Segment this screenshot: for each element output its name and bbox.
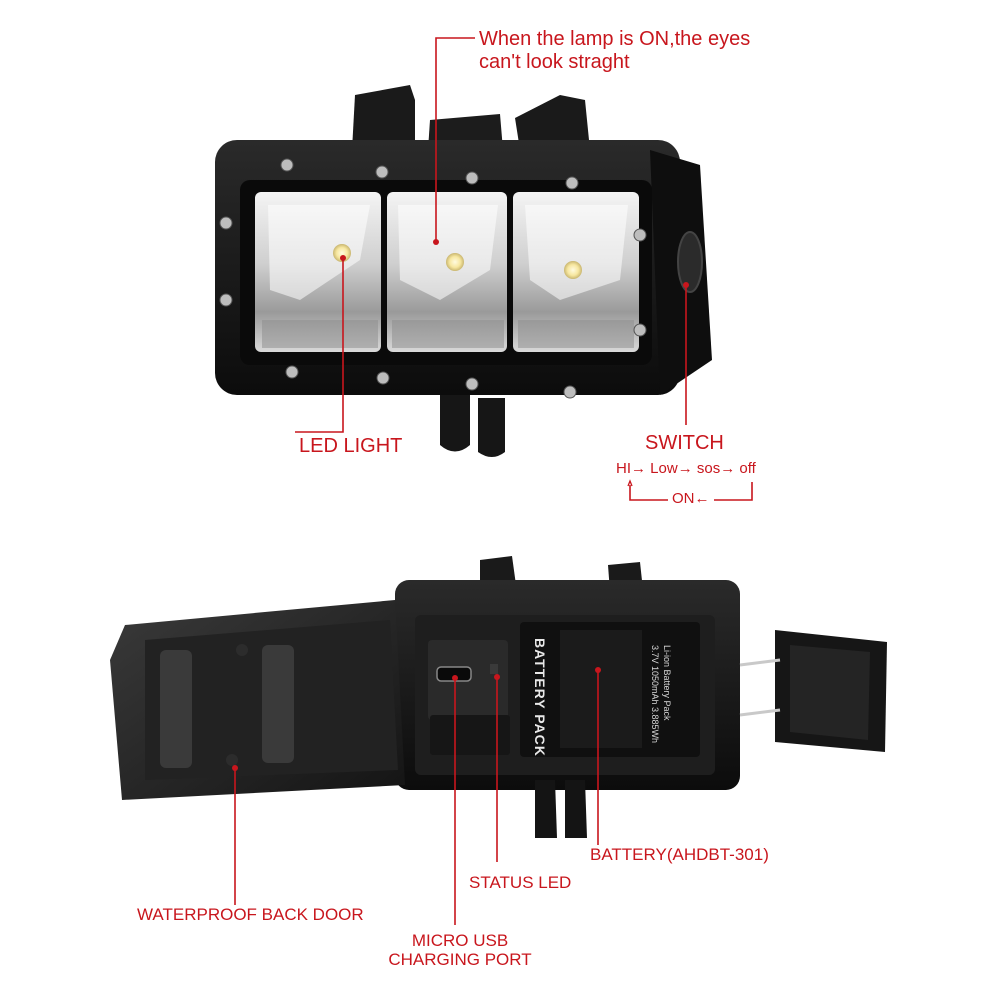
mode-off: off (739, 460, 756, 477)
battery-spec-line1: Li-ion Battery Pack (662, 645, 672, 721)
top-device-front-view (215, 85, 712, 457)
warning-line2: can't look straght (479, 51, 630, 73)
mode-cycle: HI→ Low→ sos→ off (616, 460, 756, 478)
waterproof-back-door-label: WATERPROOF BACK DOOR (137, 905, 364, 924)
callout-dots (232, 239, 689, 771)
switch-label: SWITCH (645, 432, 724, 454)
arrow-right-icon: → (631, 460, 646, 477)
mode-hi: HI (616, 460, 631, 477)
status-led-label: STATUS LED (469, 873, 572, 892)
led-3-icon (564, 261, 582, 279)
arrow-right-icon: → (677, 460, 693, 477)
led-2-icon (446, 253, 464, 271)
mode-on-text: ON (672, 490, 695, 507)
battery-title: BATTERY PACK (532, 638, 548, 757)
micro-usb-line1: MICRO USB (411, 931, 509, 950)
led-light-label: LED LIGHT (299, 435, 403, 457)
micro-usb-line2: CHARGING PORT (388, 949, 532, 969)
bottom-device-open-view (110, 556, 887, 838)
battery-label: BATTERY(AHDBT-301) (590, 845, 769, 864)
warning-line1: When the lamp is ON,the eyes (479, 28, 751, 50)
arrow-right-icon: → (720, 460, 736, 477)
battery-spec-line2: 3.7V 1050mAh 3.885Wh (650, 645, 660, 743)
mode-on: ON← (668, 490, 714, 508)
led-1-icon (333, 244, 351, 262)
arrow-left-icon: ← (694, 490, 710, 507)
micro-usb-label: MICRO USB CHARGING PORT (385, 931, 535, 969)
mode-sos: sos (696, 460, 721, 477)
mode-low: Low (650, 460, 678, 477)
